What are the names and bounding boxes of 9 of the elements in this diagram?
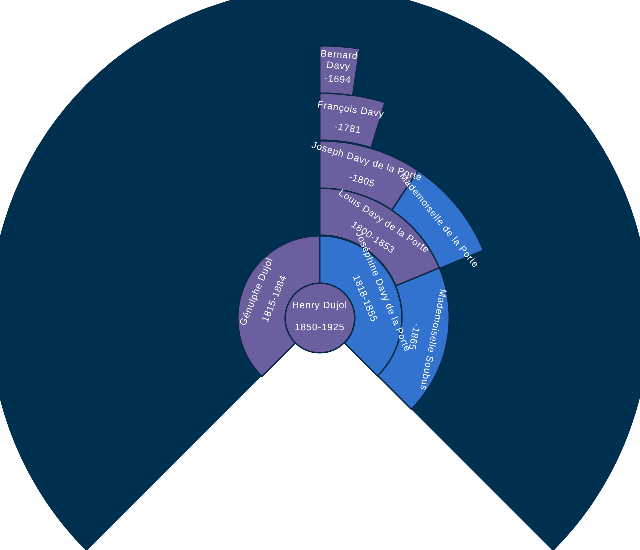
life-dates: 1850-1925 <box>295 322 345 334</box>
ancestor-segment <box>377 267 451 411</box>
person-name: Henry Dujol <box>292 300 348 312</box>
ancestor-segment <box>319 45 361 97</box>
life-dates: -1781 <box>334 122 362 137</box>
life-dates: -1694 <box>324 74 352 87</box>
person-name: François Davy <box>316 100 385 121</box>
life-dates: -1805 <box>347 172 376 190</box>
person-name: Bernard Davy <box>319 48 360 74</box>
